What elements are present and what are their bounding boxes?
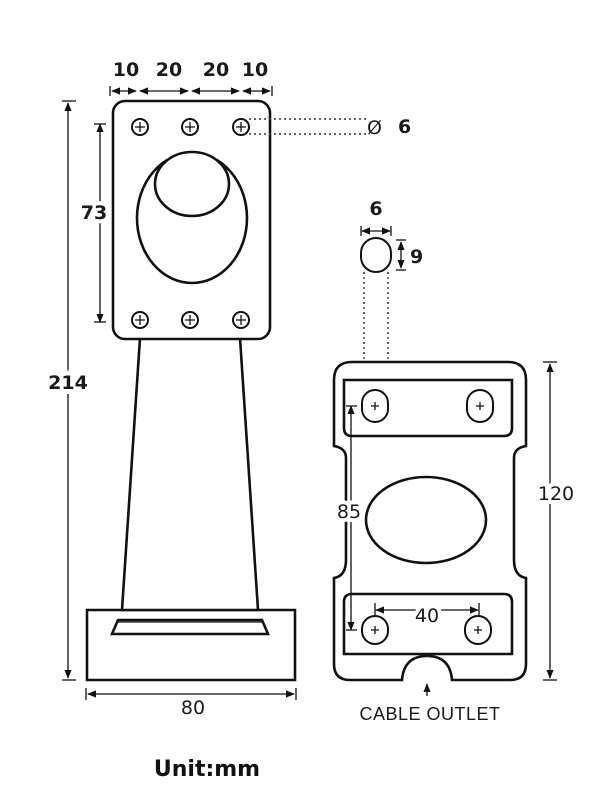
- diameter-symbol: Ø: [367, 117, 382, 139]
- dim-base-width: 80: [181, 697, 205, 719]
- base-width-dimension: 80: [85, 688, 297, 719]
- dim-hole-dia: 6: [398, 116, 411, 138]
- total-height-dimension: 214: [43, 100, 93, 681]
- bracket-side-view: 10 20 20 10 Ø 6 73 214: [43, 59, 411, 719]
- dim-mount-height: 120: [538, 483, 574, 505]
- cable-outlet-label: CABLE OUTLET: [359, 704, 500, 724]
- hole-spacing-horizontal: 40: [374, 601, 480, 631]
- dim-top-1: 10: [113, 59, 139, 81]
- dim-top-4: 10: [242, 59, 268, 81]
- mount-height-dimension: 120: [534, 361, 578, 681]
- dim-slot-width: 6: [369, 198, 382, 220]
- hole-spacing-vertical: 85: [333, 405, 365, 631]
- slot-shape: [360, 237, 392, 273]
- dim-hole-spacing-v: 85: [337, 501, 361, 523]
- unit-label: Unit:mm: [154, 757, 260, 782]
- dim-hole-spacing-h: 40: [415, 605, 439, 627]
- base-recess: [110, 618, 270, 636]
- top-width-dimension: 10 20 20 10: [109, 59, 273, 96]
- plate-cutout-inner: [153, 150, 231, 218]
- dim-top-2: 20: [156, 59, 182, 81]
- slot-detail: 6 9: [360, 198, 423, 390]
- plate-holes: [131, 118, 250, 329]
- dim-slot-height: 9: [410, 246, 423, 268]
- mount-back-view: 6 9: [332, 198, 578, 724]
- plate-height-dimension: 73: [77, 123, 111, 323]
- center-oval: [364, 475, 488, 565]
- hole-diameter-callout: Ø 6: [249, 116, 411, 139]
- dim-top-3: 20: [203, 59, 229, 81]
- dim-plate-height: 73: [81, 202, 107, 224]
- dim-total-height: 214: [48, 372, 88, 394]
- cable-outlet-callout: CABLE OUTLET: [359, 683, 500, 724]
- mount-slots: [361, 389, 494, 645]
- bracket-stem: [120, 336, 260, 612]
